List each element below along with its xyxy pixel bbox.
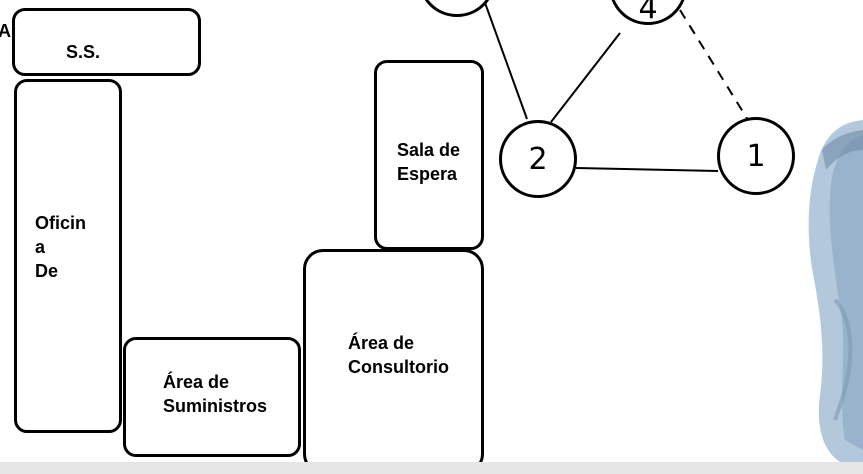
edge-2-1 [575,167,719,172]
room-sala-espera [374,60,484,250]
room-consultorio [303,249,484,474]
room-oficina [14,79,122,433]
room-sala-espera-label: Sala de Espera [397,140,461,184]
edge-4-1 [679,9,749,121]
room-suministros-label: Área de Suministros [163,372,268,416]
cut-letter: A [0,21,11,41]
room-consultorio-label: Área de Consultorio [348,333,449,377]
edge-3-2 [483,0,528,120]
edge-4-2 [550,32,621,123]
room-suministros [123,337,301,457]
graph-node-1: 1 [717,117,795,195]
room-ss-label: S.S. [66,42,101,62]
room-ss [12,8,201,76]
footer-strip [0,462,863,474]
graph-node-2: 2 [499,120,577,198]
room-oficina-label: Oficin a De [35,213,87,281]
